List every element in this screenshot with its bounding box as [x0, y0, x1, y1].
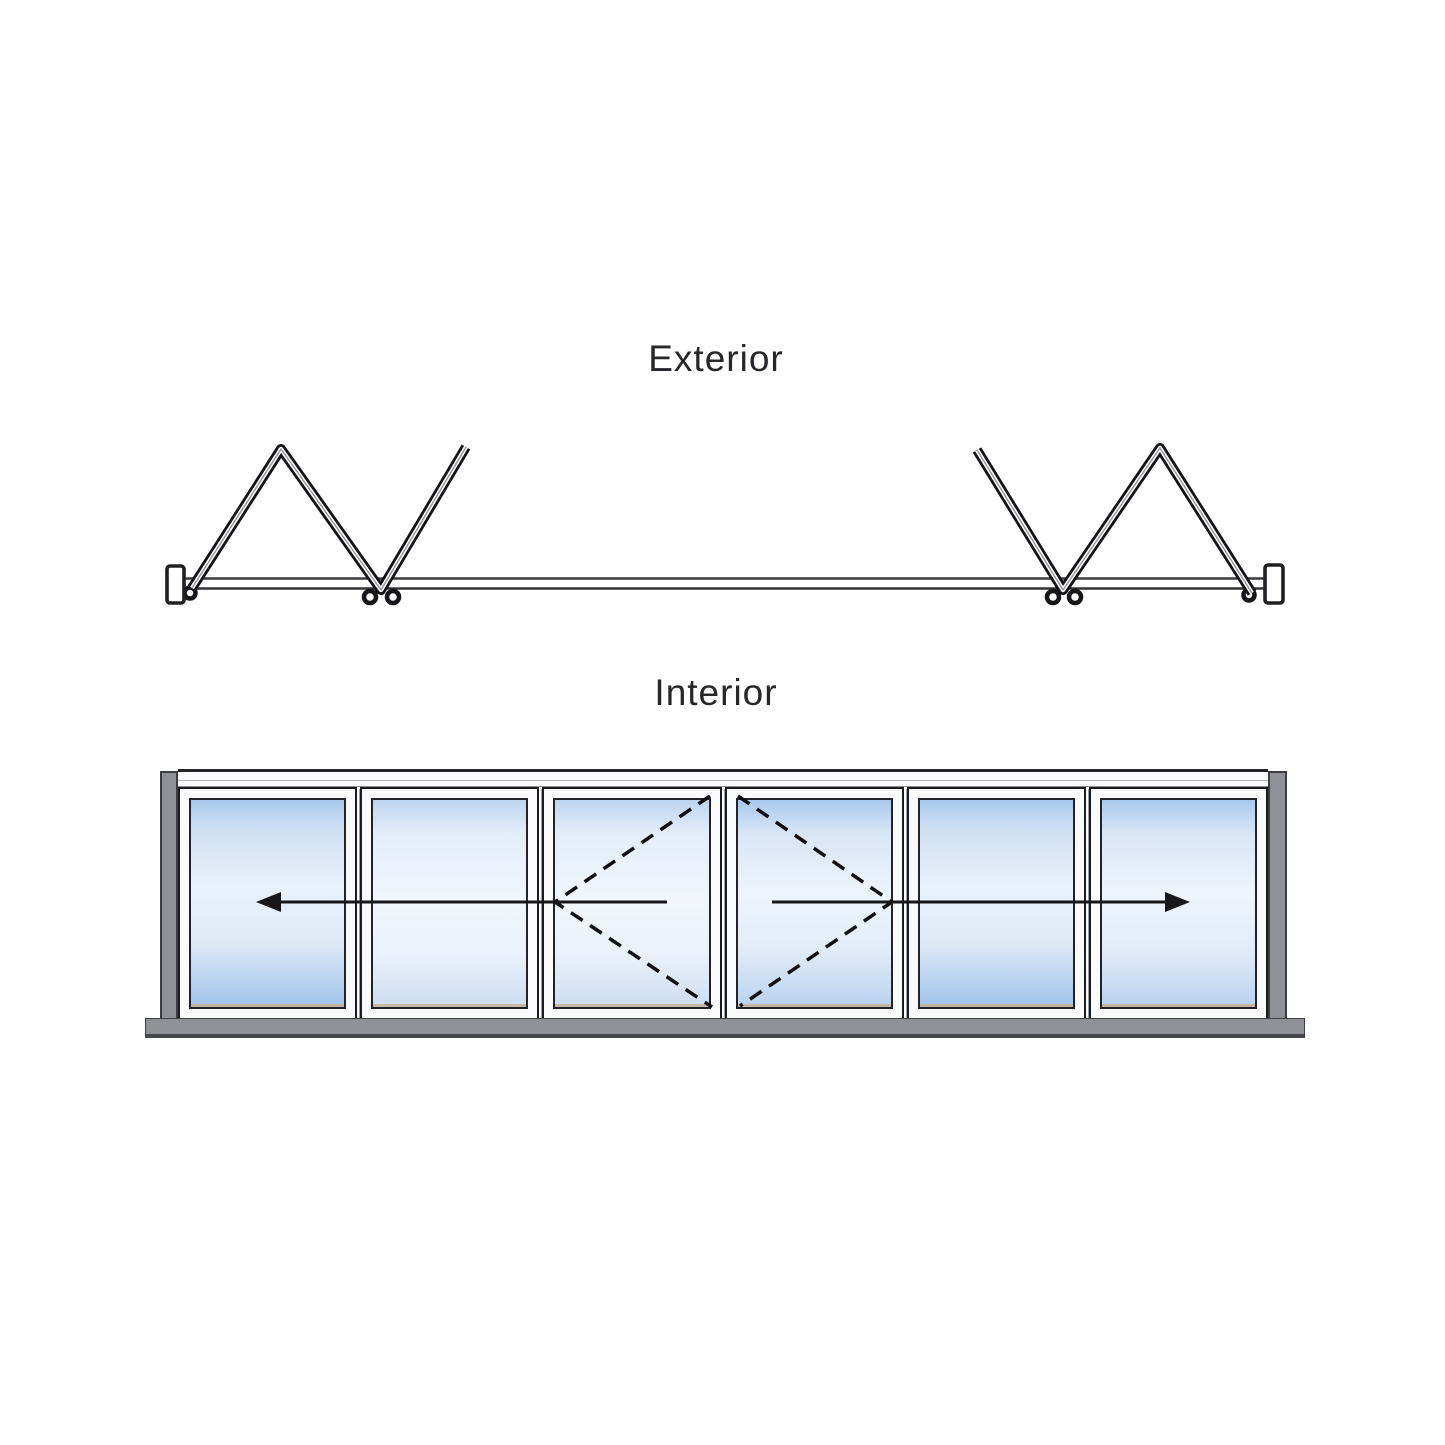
elevation-view [145, 765, 1305, 1045]
left-jamb [160, 771, 178, 1020]
door-panel-1 [178, 787, 358, 1020]
track-line [184, 577, 1264, 590]
glass-pane [553, 798, 711, 1009]
interior-label: Interior [654, 672, 778, 713]
glass-pane [735, 798, 893, 1009]
left-jamb-block [165, 564, 186, 605]
glass-pane [917, 798, 1075, 1009]
folding-panels-right [972, 443, 1257, 596]
exterior-label: Exterior [648, 338, 784, 379]
door-panel-5 [905, 787, 1086, 1020]
right-jamb-block [1263, 563, 1285, 605]
glass-pane [189, 798, 347, 1009]
head-frame [178, 769, 1268, 787]
glass-pane [371, 798, 529, 1009]
door-panel-6 [1087, 787, 1269, 1020]
hinge-knuckles [182, 585, 1257, 606]
door-panel-3 [541, 787, 722, 1020]
folding-panels-left [187, 444, 471, 595]
door-panel-2 [359, 787, 540, 1020]
right-jamb [1268, 771, 1287, 1020]
plan-view [165, 443, 1285, 606]
sill [145, 1018, 1305, 1038]
panel-row [178, 787, 1269, 1020]
glass-pane [1099, 798, 1258, 1009]
door-panel-4 [723, 787, 904, 1020]
